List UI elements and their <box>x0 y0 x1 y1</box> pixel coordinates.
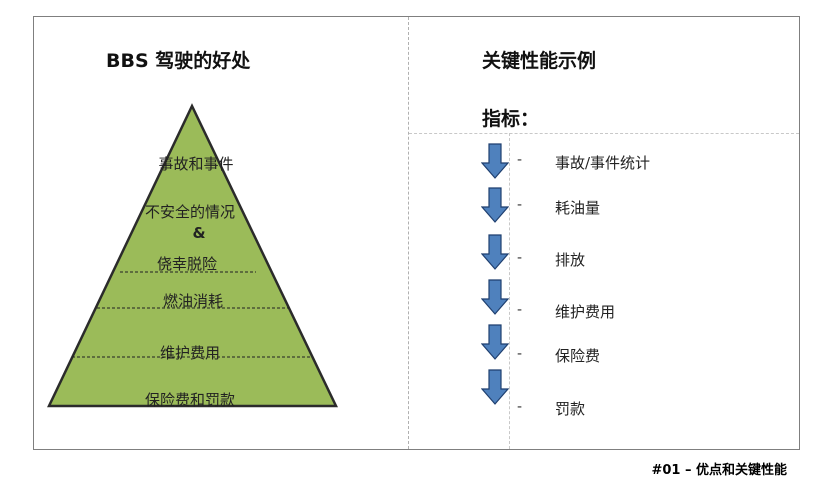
kpi-maintenance-cost: 维护费用 <box>555 303 616 321</box>
kpi-fines: 罚款 <box>555 400 586 418</box>
indicator-divider <box>409 133 799 134</box>
kpi-title: 关键性能示例 <box>482 50 597 72</box>
down-arrow-icon <box>481 143 509 179</box>
kpi-dash: - <box>517 399 523 415</box>
pyramid-level-accidents: 事故和事件 <box>158 155 234 173</box>
down-arrow-icon <box>481 324 509 360</box>
arrow-column-divider <box>509 133 510 449</box>
down-arrow-icon <box>481 369 509 405</box>
kpi-dash: - <box>517 302 523 318</box>
content-frame <box>33 16 800 450</box>
indicator-label: 指标： <box>482 108 540 130</box>
down-arrow-icon <box>481 187 509 223</box>
pyramid-level-unsafe: 不安全的情况 <box>144 203 236 221</box>
kpi-dash: - <box>517 250 523 266</box>
slide-footnote: #01 – 优点和关键性能 <box>651 463 787 478</box>
kpi-dash: - <box>517 152 523 168</box>
column-divider <box>408 17 409 449</box>
pyramid-level-near-miss: 侥幸脱险 <box>156 255 218 273</box>
kpi-emissions: 排放 <box>555 251 586 269</box>
pyramid-shape <box>47 103 338 408</box>
pyramid-level-insurance: 保险费和罚款 <box>144 391 236 409</box>
pyramid-level-ampersand: & <box>192 224 206 242</box>
pyramid-level-maintenance: 维护费用 <box>159 344 221 362</box>
kpi-insurance: 保险费 <box>555 347 601 365</box>
benefits-title: BBS 驾驶的好处 <box>106 50 251 72</box>
kpi-fuel-consumption: 耗油量 <box>555 199 601 217</box>
kpi-dash: - <box>517 346 523 362</box>
kpi-accident-stats: 事故/事件统计 <box>555 154 651 172</box>
kpi-dash: - <box>517 197 523 213</box>
down-arrow-icon <box>481 234 509 270</box>
pyramid-level-fuel: 燃油消耗 <box>162 292 224 310</box>
down-arrow-icon <box>481 279 509 315</box>
